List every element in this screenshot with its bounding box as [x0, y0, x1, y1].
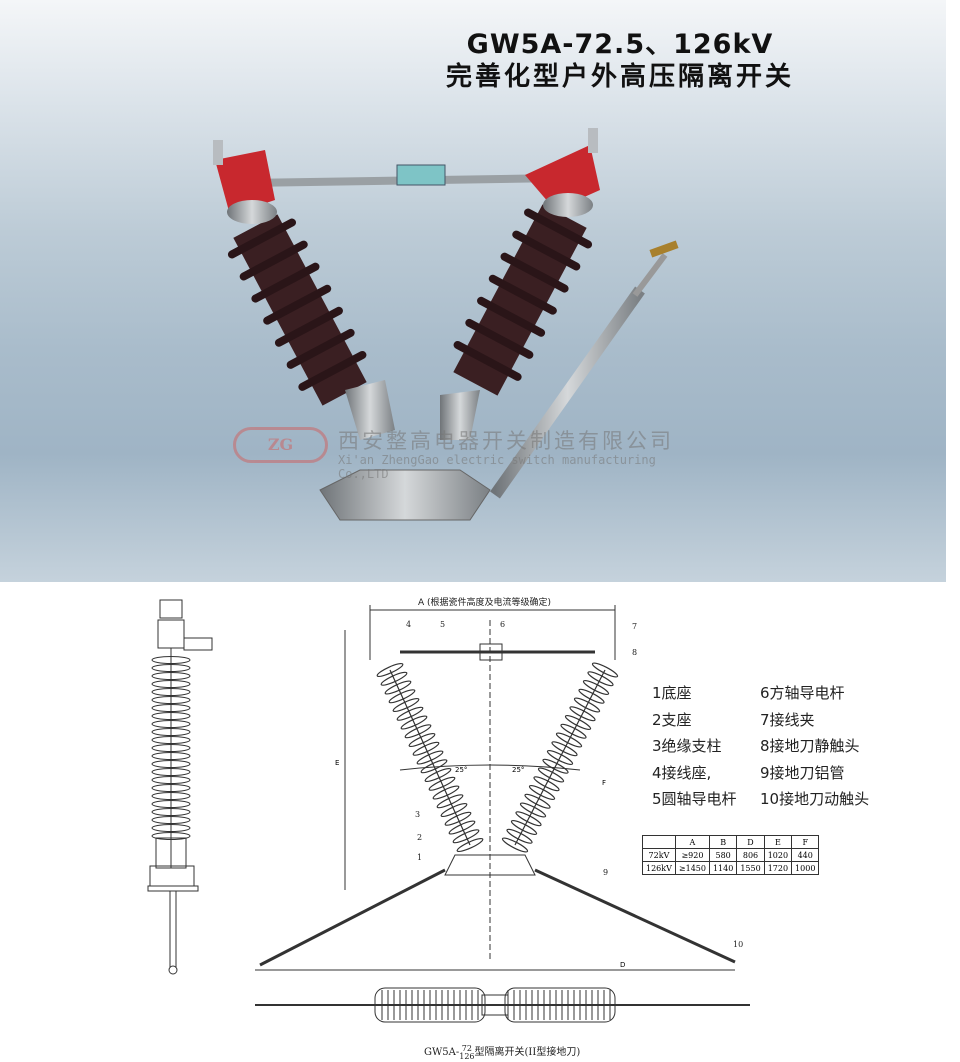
table-cell: ≥1450 [674, 861, 710, 875]
part-number: 10 [733, 940, 744, 949]
title-model: GW5A-72.5、126kV [466, 29, 774, 60]
part-number: 1 [417, 853, 423, 862]
legend-item: 5圆轴导电杆 [652, 790, 737, 808]
product-photo: GW5A-72.5、126kV 完善化型户外高压隔离开关 ZG 西安整高电器开关… [0, 0, 946, 582]
table-cell: D [736, 835, 765, 849]
part-number: 5 [440, 620, 446, 629]
caption-prefix: GW5A- [424, 1047, 460, 1058]
dim-d-label: D [620, 961, 625, 969]
watermark-company-cn: 西安整高电器开关制造有限公司 [338, 429, 674, 453]
part-number: 6 [500, 620, 506, 629]
plan-view-drawing [255, 987, 750, 1023]
part-number: 8 [632, 648, 638, 657]
table-cell: 1140 [708, 861, 738, 875]
side-view-drawing [147, 599, 213, 975]
title-description: 完善化型户外高压隔离开关 [445, 62, 794, 92]
table-cell [642, 835, 676, 849]
part-number: 2 [417, 833, 423, 842]
dim-f-label: F [602, 779, 606, 787]
table-cell: 440 [791, 848, 820, 862]
legend-item: 8接地刀静触头 [760, 737, 860, 755]
caption-suffix: 型隔离开关(II型接地刀) [474, 1047, 581, 1058]
table-cell: A [674, 835, 710, 849]
legend-item: 1底座 [652, 684, 692, 702]
legend-item: 4接线座, [652, 764, 712, 782]
table-cell: 1000 [791, 861, 820, 875]
caption-num-top: 72 [461, 1043, 472, 1053]
legend-item: 3绝缘支柱 [652, 737, 722, 755]
part-number: 7 [632, 622, 638, 631]
table-cell: 126kV [642, 861, 676, 875]
company-logo: ZG [233, 427, 328, 463]
table-cell: 1720 [763, 861, 793, 875]
watermark: ZG 西安整高电器开关制造有限公司 Xi'an ZhengGao electri… [233, 425, 693, 481]
table-cell: B [708, 835, 738, 849]
legend-item: 6方轴导电杆 [760, 684, 845, 702]
switch-photo-illustration [213, 128, 679, 521]
part-number: 3 [415, 810, 421, 819]
table-cell: 72kV [642, 848, 676, 862]
legend-item: 9接地刀铝管 [760, 764, 845, 782]
watermark-company-en: Xi'an ZhengGao electric switch manufactu… [338, 453, 656, 481]
angle-right-label: 25° [512, 766, 524, 774]
dim-e-label: E [335, 759, 339, 767]
table-cell: ≥920 [674, 848, 710, 862]
table-cell: 1020 [763, 848, 793, 862]
caption-num-bottom: 126 [459, 1051, 475, 1061]
table-cell: 1550 [736, 861, 765, 875]
table-cell: 806 [736, 848, 765, 862]
front-view-drawing: 25° 25° E F D [255, 605, 736, 971]
dimension-a-label: A (根据瓷件高度及电流等级确定) [418, 598, 552, 608]
table-cell: 580 [708, 848, 738, 862]
part-number: 9 [603, 868, 609, 877]
legend-item: 7接线夹 [760, 711, 815, 729]
angle-left-label: 25° [455, 766, 467, 774]
legend-item: 2支座 [652, 711, 692, 729]
table-cell: E [763, 835, 793, 849]
legend-item: 10接地刀动触头 [760, 790, 870, 808]
part-number: 4 [406, 620, 412, 629]
table-cell: F [791, 835, 820, 849]
